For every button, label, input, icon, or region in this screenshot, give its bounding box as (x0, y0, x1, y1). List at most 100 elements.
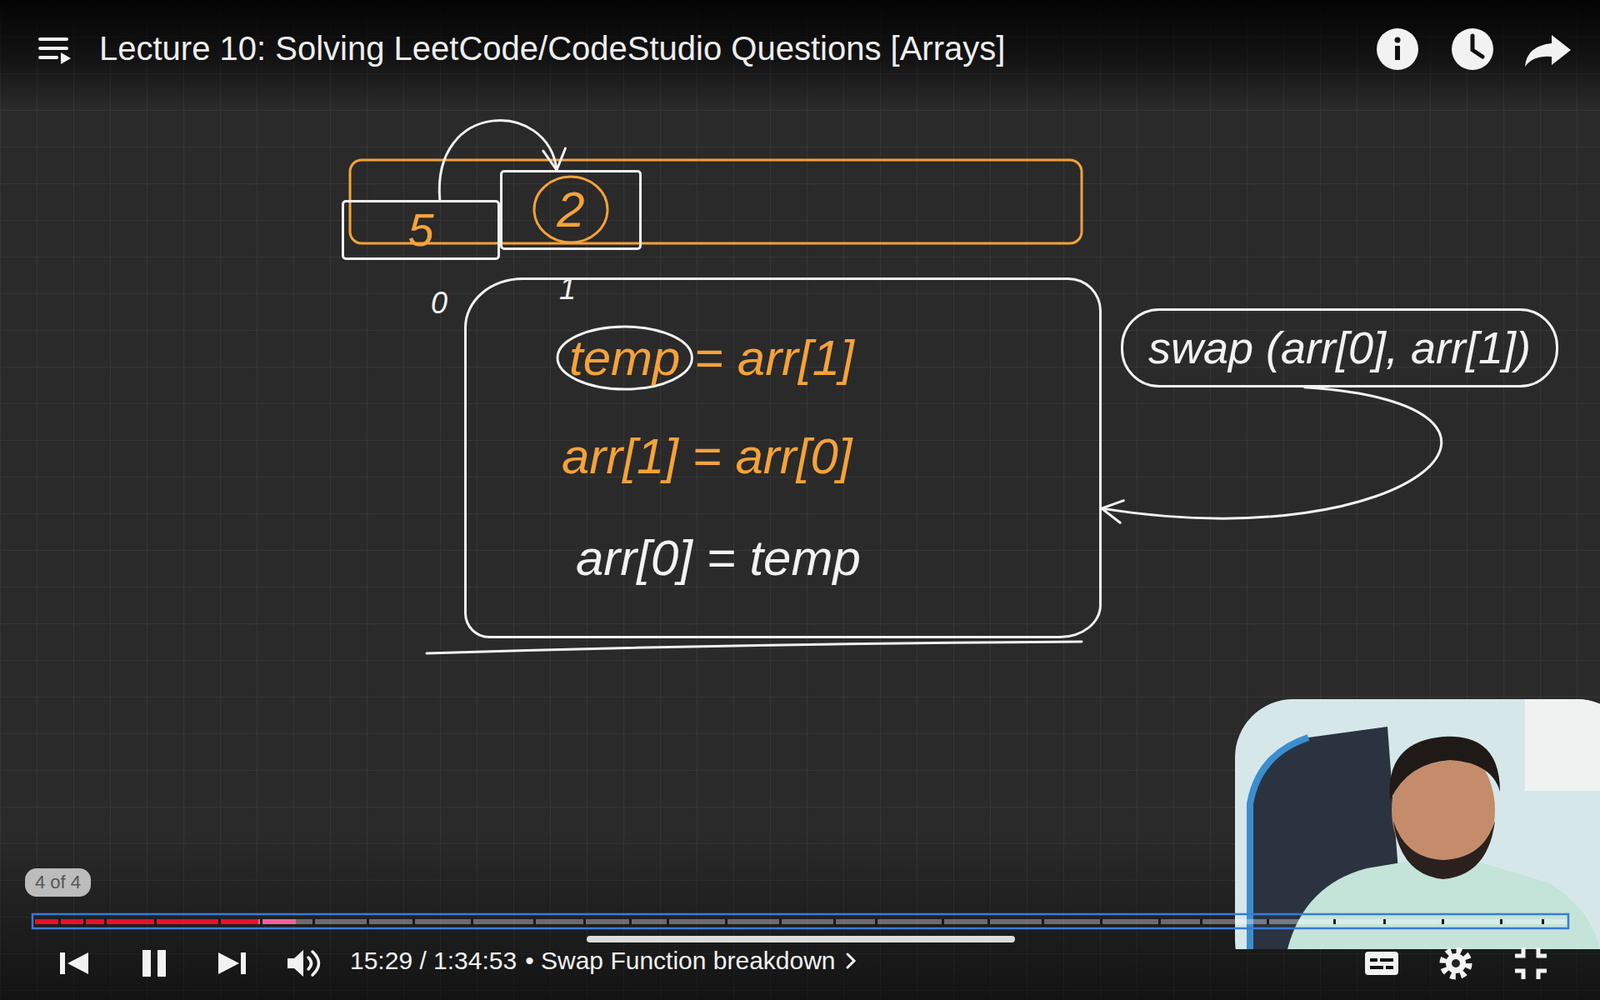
gear-teeth (1443, 950, 1469, 976)
chapter-gap (1266, 919, 1270, 925)
code-line: arr[0] = temp (575, 528, 861, 589)
arrow-head (1101, 500, 1124, 509)
chapter-gap (470, 919, 474, 925)
next-icon (218, 952, 246, 975)
array-cell: 5 (341, 200, 500, 260)
subtitles-line (1380, 958, 1394, 962)
menu-line (40, 37, 67, 41)
underline-stroke (426, 641, 1082, 654)
chapter-gap (312, 919, 315, 925)
menu-line (40, 55, 57, 60)
progress-frame (32, 914, 1569, 929)
subtitles-line (1370, 958, 1378, 962)
time-display: 15:29 / 1:34:53 (350, 946, 517, 975)
index-label: 0 (430, 285, 448, 321)
webcam-background (1235, 699, 1600, 950)
index-label: 1 (559, 271, 576, 307)
info-dot (1395, 37, 1401, 44)
clock-hands (1472, 35, 1483, 57)
chevron-icon (844, 950, 858, 972)
corner (1538, 970, 1547, 980)
chapter-gap (366, 919, 370, 925)
pause-bar (142, 950, 151, 977)
subtitles-icon (1365, 951, 1399, 975)
info-stem (1395, 45, 1400, 60)
chapter-gap (941, 919, 945, 925)
beard (1393, 820, 1495, 880)
gear-body (1445, 953, 1466, 974)
volume-icon (287, 950, 320, 977)
chapter-gap (1383, 919, 1386, 925)
previous-bar (60, 952, 65, 975)
highlight-circle (534, 176, 608, 243)
cell-value: 5 (407, 201, 434, 258)
menu-line (40, 46, 67, 50)
webcam-shelf (1525, 699, 1600, 791)
subtitles-frame (1365, 951, 1399, 975)
menu-icon (40, 39, 71, 65)
chapter-gap (154, 919, 157, 925)
info-disc (1376, 28, 1419, 70)
connector (1101, 387, 1442, 523)
clock-disc (1451, 28, 1494, 70)
cell-value: 2 (556, 180, 585, 240)
corner (1515, 970, 1524, 980)
menu-play (60, 52, 71, 65)
chapter-gap (1200, 919, 1203, 925)
subtitles-line (1385, 965, 1394, 970)
function-call-box: swap (arr[0], arr[1]) (1120, 308, 1559, 388)
progress-played (35, 919, 296, 925)
code-box: temp = arr[1] arr[1] = arr[0] arr[0] = tem… (464, 277, 1102, 639)
code-line: arr[1] = arr[0] (561, 426, 852, 487)
scroll-pill (586, 935, 1015, 943)
chapter-gap (1333, 919, 1336, 925)
chapter-gap (104, 919, 107, 925)
chapter-gap (629, 919, 632, 925)
chapter-gap (987, 919, 990, 925)
previous-triangle (67, 952, 89, 975)
chapter-gap (58, 919, 61, 925)
chevron-stroke (847, 954, 855, 968)
hair (1390, 736, 1500, 800)
control-text-row: 15:29 / 1:34:53• Swap Function breakdown (350, 946, 858, 975)
chapter-count-badge: 4 of 4 (25, 868, 91, 897)
chapter-gap (875, 919, 878, 925)
chapter-gap (725, 919, 728, 925)
progress-track (35, 919, 1567, 925)
chapter-gap (83, 919, 86, 925)
sound-wave (312, 951, 320, 975)
chapter-gap (260, 919, 263, 925)
arrow-head (556, 148, 565, 170)
chapter-gap (666, 919, 670, 925)
connector-line (1101, 387, 1442, 519)
connector (439, 120, 565, 200)
corner (1515, 947, 1524, 956)
chapter-gap (1541, 919, 1545, 925)
top-shade (0, 0, 1600, 109)
chapter-gap (1041, 919, 1045, 925)
chapter-gap (1441, 919, 1445, 925)
array-cell: 2 (500, 170, 642, 250)
previous-icon (60, 952, 89, 975)
chapter-gap (583, 919, 586, 925)
chair-edge (1250, 737, 1309, 950)
pause-bar (157, 950, 166, 977)
pause-icon (142, 950, 166, 977)
progress-hover (258, 919, 296, 925)
connector-line (439, 120, 557, 200)
chapter-gap (412, 919, 415, 925)
chapter-gap (833, 919, 836, 925)
share-icon (1525, 35, 1571, 67)
fullscreen-exit-icon (1515, 947, 1547, 980)
function-call: swap (arr[0], arr[1]) (1148, 320, 1531, 375)
speaker (287, 950, 304, 977)
code-line: temp = arr[1] (569, 328, 855, 389)
subtitles-line (1370, 965, 1384, 970)
arrow-head (1101, 508, 1120, 523)
chapter-gap (779, 919, 782, 925)
chapter-gap (533, 919, 536, 925)
corner (1538, 947, 1547, 956)
